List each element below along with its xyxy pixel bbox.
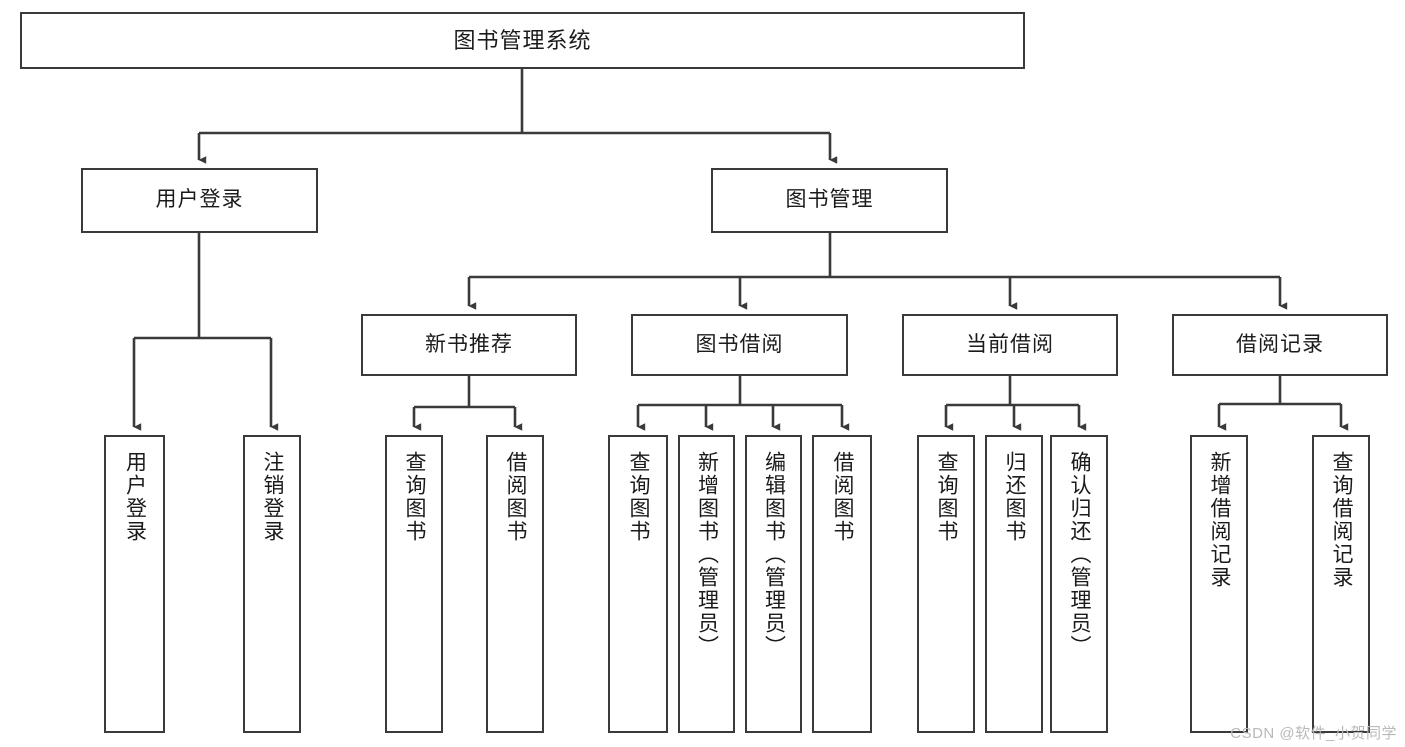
node-leaf-add-book-admin-label: 新增图书（管理员） bbox=[695, 451, 719, 658]
node-leaf-borrow-book-label: 借阅图书 bbox=[831, 451, 855, 543]
node-leaf-edit-book-admin-label: 编辑图书（管理员） bbox=[762, 451, 786, 658]
node-book-borrow[interactable]: 图书借阅 bbox=[631, 314, 848, 376]
node-current-borrow-label: 当前借阅 bbox=[966, 332, 1054, 356]
node-leaf-query-book-borrow-label: 查询图书 bbox=[627, 451, 651, 543]
node-leaf-query-borrow-record-label: 查询借阅记录 bbox=[1330, 451, 1354, 589]
watermark: CSDN @软件_小贺同学 bbox=[1230, 725, 1397, 742]
node-borrow-record-label: 借阅记录 bbox=[1236, 332, 1324, 356]
node-leaf-query-book-borrow[interactable]: 查询图书 bbox=[608, 435, 668, 733]
node-leaf-add-book-admin[interactable]: 新增图书（管理员） bbox=[678, 435, 735, 733]
node-leaf-return-book[interactable]: 归还图书 bbox=[985, 435, 1043, 733]
node-leaf-logout-label: 注销登录 bbox=[261, 451, 285, 543]
node-leaf-query-book-recommend-label: 查询图书 bbox=[403, 451, 427, 543]
node-leaf-query-borrow-record[interactable]: 查询借阅记录 bbox=[1312, 435, 1370, 733]
node-leaf-query-book-current-label: 查询图书 bbox=[935, 451, 959, 543]
node-new-book-recommend-label: 新书推荐 bbox=[425, 332, 513, 356]
node-leaf-borrow-book[interactable]: 借阅图书 bbox=[812, 435, 872, 733]
node-book-manage[interactable]: 图书管理 bbox=[711, 168, 948, 233]
node-new-book-recommend[interactable]: 新书推荐 bbox=[361, 314, 577, 376]
node-leaf-confirm-return-admin-label: 确认归还（管理员） bbox=[1068, 451, 1092, 658]
node-leaf-confirm-return-admin[interactable]: 确认归还（管理员） bbox=[1050, 435, 1108, 733]
node-leaf-logout[interactable]: 注销登录 bbox=[243, 435, 301, 733]
node-leaf-user-login-label: 用户登录 bbox=[123, 451, 147, 543]
node-leaf-borrow-book-recommend[interactable]: 借阅图书 bbox=[486, 435, 544, 733]
node-current-borrow[interactable]: 当前借阅 bbox=[902, 314, 1118, 376]
node-book-borrow-label: 图书借阅 bbox=[695, 332, 784, 356]
node-root[interactable]: 图书管理系统 bbox=[20, 12, 1025, 69]
node-leaf-return-book-label: 归还图书 bbox=[1003, 451, 1027, 543]
node-user-login[interactable]: 用户登录 bbox=[81, 168, 318, 233]
node-leaf-user-login[interactable]: 用户登录 bbox=[104, 435, 165, 733]
node-leaf-borrow-book-recommend-label: 借阅图书 bbox=[504, 451, 528, 543]
node-borrow-record[interactable]: 借阅记录 bbox=[1172, 314, 1388, 376]
node-leaf-add-borrow-record-label: 新增借阅记录 bbox=[1208, 451, 1232, 589]
node-leaf-query-book-recommend[interactable]: 查询图书 bbox=[385, 435, 443, 733]
node-user-login-label: 用户登录 bbox=[155, 188, 244, 212]
node-root-label: 图书管理系统 bbox=[453, 27, 592, 53]
node-leaf-add-borrow-record[interactable]: 新增借阅记录 bbox=[1190, 435, 1248, 733]
node-leaf-query-book-current[interactable]: 查询图书 bbox=[917, 435, 975, 733]
node-book-manage-label: 图书管理 bbox=[785, 188, 874, 212]
node-leaf-edit-book-admin[interactable]: 编辑图书（管理员） bbox=[745, 435, 802, 733]
